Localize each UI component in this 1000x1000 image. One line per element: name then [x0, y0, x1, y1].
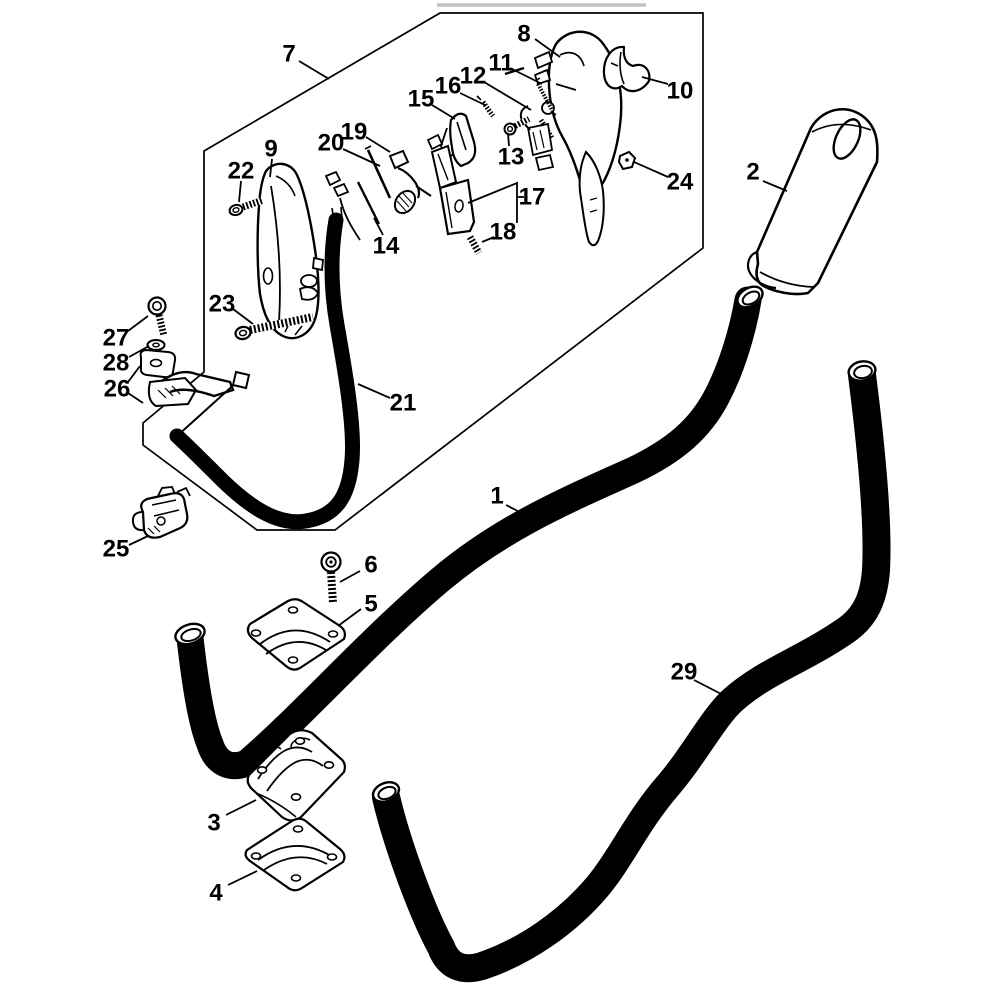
part-4-clamp-plate-lower — [244, 817, 346, 892]
part-3-clamp-block — [246, 729, 346, 822]
part-number-label-5: 5 — [364, 591, 377, 618]
part-9-handle-housing-left — [256, 162, 324, 340]
part-number-label-6: 6 — [364, 552, 377, 579]
leader-line-part-27 — [127, 315, 149, 332]
part-26-cable-bracket — [139, 349, 235, 408]
leader-line-part-9 — [269, 158, 273, 178]
part-number-label-28: 28 — [103, 350, 130, 377]
part-number-label-9: 9 — [264, 136, 277, 163]
leader-line-part-15 — [431, 104, 456, 120]
part-23-screw — [234, 313, 314, 341]
part-number-label-29: 29 — [671, 659, 698, 686]
leader-line-part-23 — [232, 308, 254, 325]
part-19-throttle-trigger — [388, 149, 432, 215]
part-24-nut — [617, 150, 637, 171]
leader-line-part-14 — [373, 217, 384, 236]
part-number-label-18: 18 — [490, 219, 517, 246]
part-27-screw — [147, 296, 168, 337]
part-number-label-15: 15 — [408, 86, 435, 113]
part-number-label-23: 23 — [209, 291, 236, 318]
leader-line-part-22 — [238, 180, 242, 203]
part-number-label-8: 8 — [517, 21, 530, 48]
part-number-label-12: 12 — [460, 63, 487, 90]
part-20-rod — [364, 145, 392, 199]
part-13-screw — [503, 116, 531, 136]
leader-line-part-29 — [693, 679, 730, 699]
part-number-label-25: 25 — [103, 536, 130, 563]
part-number-label-17: 17 — [519, 184, 546, 211]
part-22-screw — [228, 196, 265, 217]
leader-line-part-20 — [342, 148, 381, 167]
leader-line-part-26 — [127, 365, 141, 383]
part-number-label-7: 7 — [282, 41, 295, 68]
leader-line-part-7 — [298, 60, 330, 80]
leader-line-part-3 — [225, 799, 257, 816]
part-25-cable-clamp — [131, 486, 191, 539]
leader-line-part-19 — [365, 136, 391, 153]
leader-line-part-18 — [481, 236, 495, 243]
part-number-label-14: 14 — [373, 233, 400, 260]
part-number-label-27: 27 — [103, 325, 130, 352]
part-14-throttle-rod — [324, 170, 381, 241]
part-10-wing-lever — [602, 45, 651, 93]
part-number-label-24: 24 — [667, 169, 694, 196]
leader-line-part-12 — [483, 81, 532, 111]
part-28-washer — [146, 339, 166, 351]
leader-line-part-5 — [337, 608, 362, 627]
leader-line-part-16 — [459, 92, 486, 106]
part-18-spring — [466, 235, 483, 255]
leader-line-part-28 — [128, 345, 150, 358]
part-2-handle-grip — [746, 107, 879, 296]
leader-line-part-21 — [357, 383, 391, 399]
leader-line-part-6 — [339, 570, 361, 583]
leader-line-part-24 — [633, 161, 669, 178]
part-29-handlebar-tube-left — [371, 360, 891, 983]
part-number-label-10: 10 — [667, 78, 694, 105]
part-number-label-19: 19 — [341, 119, 368, 146]
part-number-label-13: 13 — [498, 144, 525, 171]
part-5-clamp-plate — [246, 598, 346, 671]
part-number-label-21: 21 — [390, 390, 417, 417]
leader-line-part-25 — [128, 535, 149, 546]
leader-line-part-4 — [227, 870, 258, 886]
part-number-label-2: 2 — [746, 159, 759, 186]
part-21-coiled-cable — [169, 206, 360, 530]
leader-line-part-10 — [641, 76, 669, 85]
part-number-label-3: 3 — [207, 810, 220, 837]
part-16-spring — [476, 95, 496, 118]
part-6-clamp-screw — [320, 551, 342, 604]
part-number-label-4: 4 — [209, 880, 223, 907]
leader-line-part-11 — [509, 67, 543, 85]
leader-line-part-2 — [762, 180, 788, 192]
part-17-switch-shaft — [426, 133, 476, 236]
leader-line-part-8 — [534, 38, 561, 58]
part-number-label-11: 11 — [488, 50, 513, 77]
part-number-label-16: 16 — [435, 73, 462, 100]
part-number-label-1: 1 — [490, 483, 503, 510]
part-number-label-20: 20 — [318, 130, 345, 157]
leader-line-part-1 — [505, 504, 538, 522]
part-1-handlebar-tube-right — [174, 285, 764, 780]
leader-line-part-17 — [467, 181, 518, 223]
part-number-label-26: 26 — [104, 376, 131, 403]
leader-line-part-13 — [507, 132, 510, 147]
part-number-label-22: 22 — [228, 158, 255, 185]
leader-line-part-26 — [127, 392, 144, 404]
